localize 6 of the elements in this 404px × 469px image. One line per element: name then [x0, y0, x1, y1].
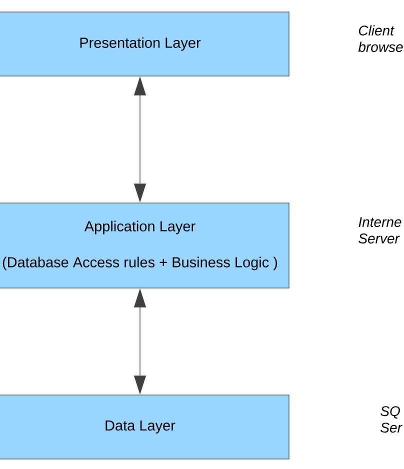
side-label: Interne Server [358, 217, 402, 244]
layer-box: Application Layer (Database Access rules + Business Logic ) [0, 202, 290, 288]
layer-box: Presentation Layer [0, 12, 290, 76]
side-label: SQ Ser [380, 406, 402, 433]
layer-box: Data Layer [0, 394, 290, 460]
side-label: Client browse [358, 25, 403, 52]
